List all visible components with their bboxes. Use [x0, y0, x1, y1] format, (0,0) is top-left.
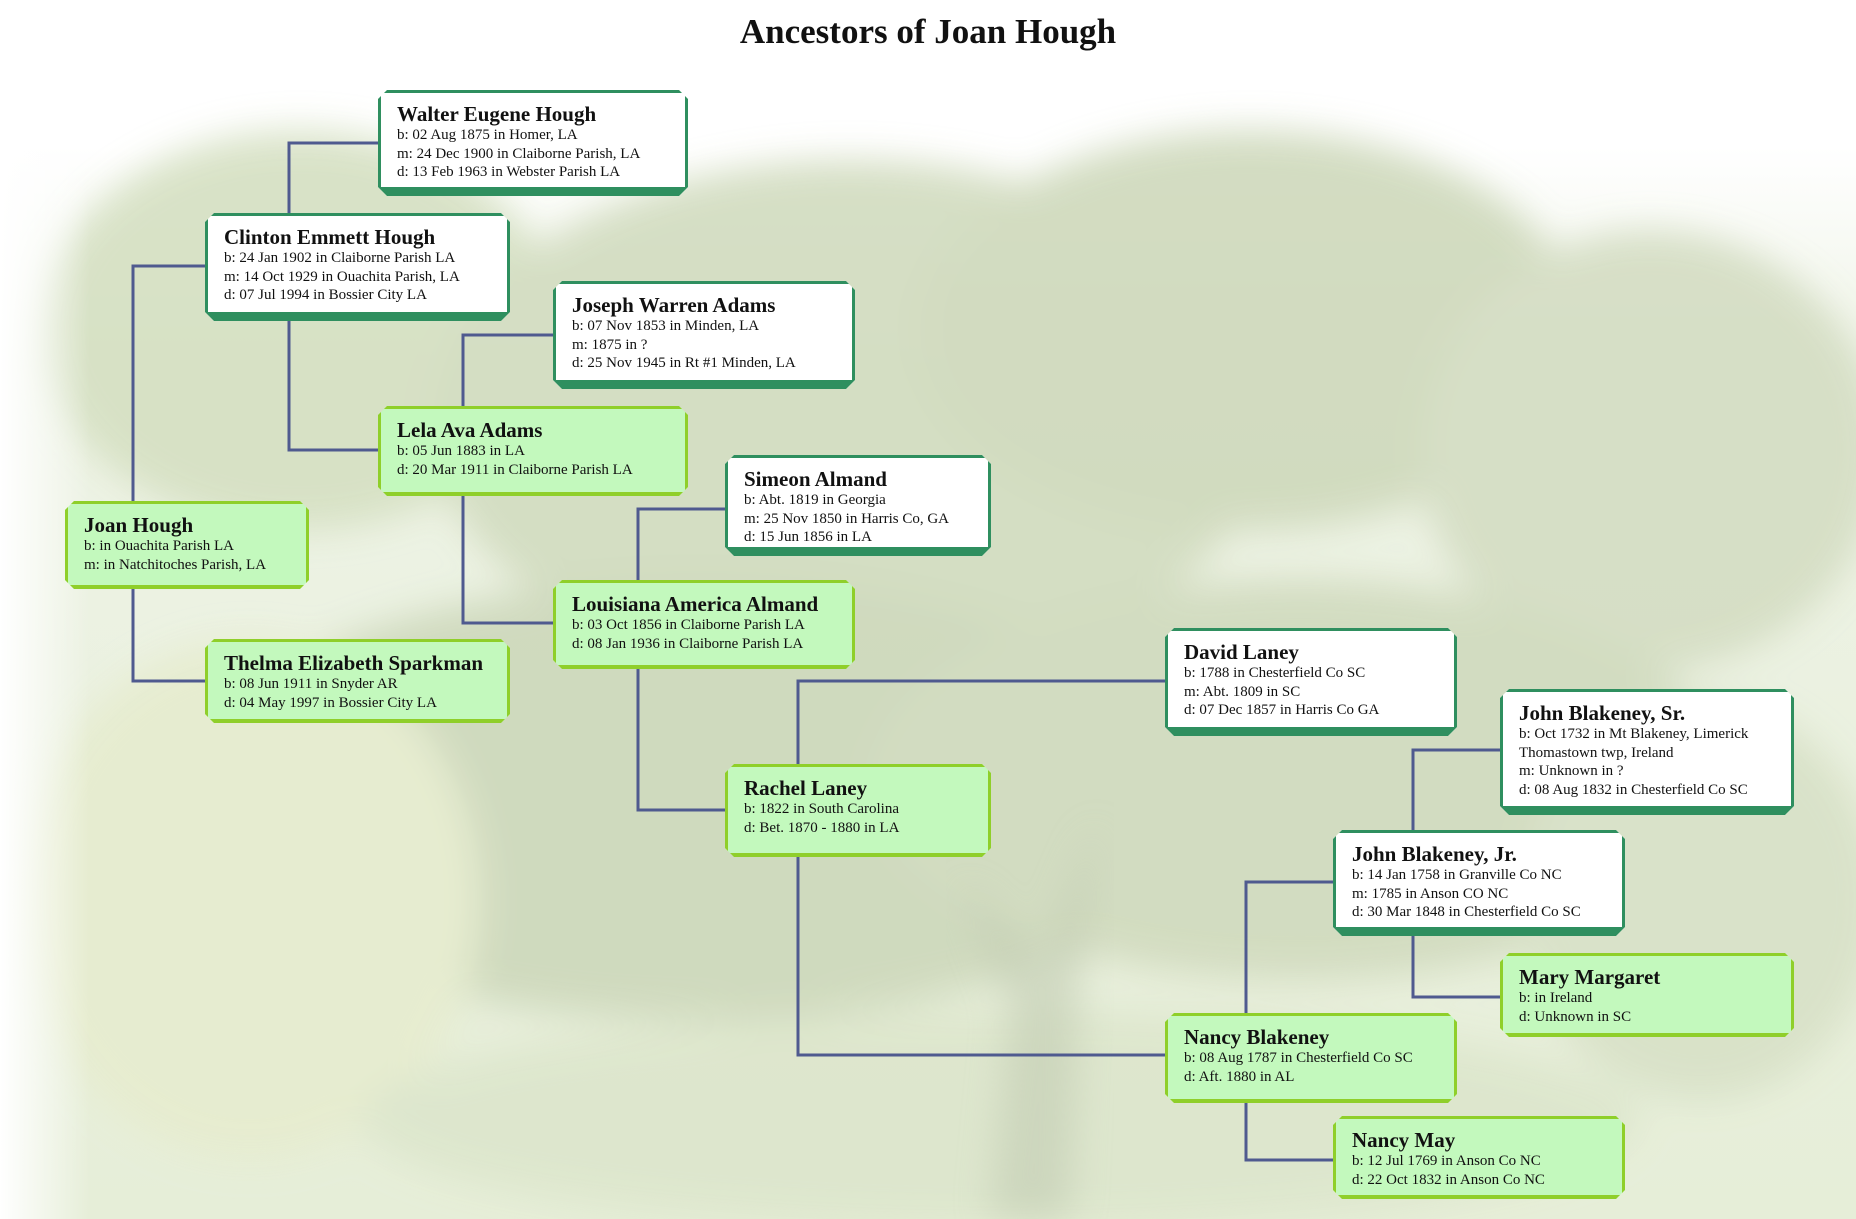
person-name: Lela Ava Adams: [397, 418, 543, 442]
person-birth: b: Abt. 1819 in Georgia: [744, 492, 886, 508]
person-box-rachel-laney: Rachel Laney b: 1822 in South Carolina d…: [725, 764, 991, 857]
connector-joan-clinton: [131, 264, 205, 501]
person-box-john-blakeney-jr: John Blakeney, Jr. b: 14 Jan 1758 in Gra…: [1333, 830, 1625, 936]
person-birth: b: 24 Jan 1902 in Claiborne Parish LA: [224, 250, 456, 266]
person-marriage: m: Abt. 1809 in SC: [1184, 683, 1301, 700]
person-box-joan-hough: Joan Hough b: in Ouachita Parish LA m: i…: [65, 501, 309, 589]
connector-rachel-david: [796, 679, 1165, 764]
person-death: d: 07 Jul 1994 in Bossier City LA: [224, 287, 427, 303]
person-box-louisiana-america-almand: Louisiana America Almand b: 03 Oct 1856 …: [553, 580, 855, 669]
person-birth: b: in Ireland: [1519, 990, 1593, 1006]
person-birth: b: in Ouachita Parish LA: [84, 538, 234, 554]
person-name: John Blakeney, Sr.: [1519, 701, 1686, 725]
connector-johnjr-mary: [1411, 936, 1500, 999]
person-birth: b: 05 Jun 1883 in LA: [397, 443, 525, 459]
person-death: d: 20 Mar 1911 in Claiborne Parish LA: [397, 461, 633, 478]
chart-title: Ancestors of Joan Hough: [739, 12, 1117, 51]
person-name: David Laney: [1184, 640, 1299, 664]
connector-joan-thelma: [131, 589, 205, 683]
person-box-david-laney: David Laney b: 1788 in Chesterfield Co S…: [1165, 628, 1457, 736]
person-box-walter-eugene-hough: Walter Eugene Hough b: 02 Aug 1875 in Ho…: [378, 90, 688, 196]
person-death: d: 13 Feb 1963 in Webster Parish LA: [397, 164, 621, 180]
person-box-mary-margaret: Mary Margaret b: in Ireland d: Unknown i…: [1500, 953, 1794, 1037]
person-box-lela-ava-adams: Lela Ava Adams b: 05 Jun 1883 in LA d: 2…: [378, 406, 688, 496]
connector-nancyb-johnjr: [1244, 880, 1333, 1013]
person-birth: b: Oct 1732 in Mt Blakeney, Limerick: [1519, 726, 1749, 742]
person-box-thelma-elizabeth-sparkman: Thelma Elizabeth Sparkman b: 08 Jun 1911…: [205, 639, 510, 723]
person-name: Nancy May: [1352, 1128, 1456, 1152]
person-birth-place-continued: Thomastown twp, Ireland: [1519, 744, 1674, 761]
person-name: Louisiana America Almand: [572, 592, 819, 616]
person-birth: b: 02 Aug 1875 in Homer, LA: [397, 127, 578, 143]
connector-johnjr-johnsr: [1411, 748, 1500, 830]
person-box-nancy-may: Nancy May b: 12 Jul 1769 in Anson Co NC …: [1333, 1116, 1625, 1199]
person-birth: b: 08 Jun 1911 in Snyder AR: [224, 676, 398, 692]
person-birth: b: 07 Nov 1853 in Minden, LA: [572, 318, 760, 334]
connector-lela-joseph: [461, 333, 553, 406]
person-death: d: 07 Dec 1857 in Harris Co GA: [1184, 702, 1380, 718]
connector-nancyb-nancym: [1244, 1103, 1333, 1162]
person-marriage: m: 14 Oct 1929 in Ouachita Parish, LA: [224, 268, 460, 285]
person-death: d: Aft. 1880 in AL: [1184, 1068, 1295, 1085]
person-birth: b: 1788 in Chesterfield Co SC: [1184, 665, 1366, 681]
person-box-simeon-almand: Simeon Almand b: Abt. 1819 in Georgia m:…: [725, 455, 991, 556]
person-marriage: m: 25 Nov 1850 in Harris Co, GA: [744, 510, 949, 527]
person-marriage: m: in Natchitoches Parish, LA: [84, 556, 267, 573]
person-marriage: m: 24 Dec 1900 in Claiborne Parish, LA: [397, 145, 641, 162]
connector-clinton-walter: [287, 141, 378, 213]
person-death: d: 25 Nov 1945 in Rt #1 Minden, LA: [572, 355, 796, 371]
person-death: d: 15 Jun 1856 in LA: [744, 529, 872, 545]
person-marriage: m: 1785 in Anson CO NC: [1352, 885, 1509, 902]
person-death: d: Unknown in SC: [1519, 1008, 1632, 1025]
person-birth: b: 14 Jan 1758 in Granville Co NC: [1352, 867, 1562, 883]
person-death: d: 04 May 1997 in Bossier City LA: [224, 694, 437, 711]
person-name: Walter Eugene Hough: [397, 102, 597, 126]
person-birth: b: 03 Oct 1856 in Claiborne Parish LA: [572, 617, 805, 633]
person-name: Rachel Laney: [744, 776, 868, 800]
person-name: Mary Margaret: [1519, 965, 1661, 989]
person-name: Clinton Emmett Hough: [224, 225, 436, 249]
person-death: d: 08 Aug 1832 in Chesterfield Co SC: [1519, 781, 1748, 798]
person-name: Nancy Blakeney: [1184, 1025, 1330, 1049]
connector-louisiana-rachel: [636, 669, 725, 812]
person-death: d: 22 Oct 1832 in Anson Co NC: [1352, 1171, 1545, 1188]
person-box-clinton-emmett-hough: Clinton Emmett Hough b: 24 Jan 1902 in C…: [205, 213, 510, 321]
person-name: Simeon Almand: [744, 467, 887, 491]
person-name: Joan Hough: [84, 513, 194, 537]
person-death: d: Bet. 1870 - 1880 in LA: [744, 819, 900, 836]
person-marriage: m: 1875 in ?: [572, 336, 648, 353]
person-name: John Blakeney, Jr.: [1352, 842, 1517, 866]
person-birth: b: 08 Aug 1787 in Chesterfield Co SC: [1184, 1050, 1413, 1066]
person-name: Thelma Elizabeth Sparkman: [224, 651, 484, 675]
connector-louisiana-simeon: [636, 507, 725, 580]
person-death: d: 30 Mar 1848 in Chesterfield Co SC: [1352, 904, 1581, 920]
person-birth: b: 1822 in South Carolina: [744, 801, 899, 817]
person-birth: b: 12 Jul 1769 in Anson Co NC: [1352, 1153, 1541, 1169]
person-marriage: m: Unknown in ?: [1519, 763, 1624, 779]
connector-lela-louisiana: [461, 496, 553, 625]
person-box-joseph-warren-adams: Joseph Warren Adams b: 07 Nov 1853 in Mi…: [553, 281, 855, 389]
person-box-john-blakeney-sr: John Blakeney, Sr. b: Oct 1732 in Mt Bla…: [1500, 689, 1794, 815]
person-death: d: 08 Jan 1936 in Claiborne Parish LA: [572, 635, 804, 652]
person-name: Joseph Warren Adams: [572, 293, 776, 317]
connector-rachel-nancyb: [796, 857, 1165, 1057]
person-box-nancy-blakeney: Nancy Blakeney b: 08 Aug 1787 in Chester…: [1165, 1013, 1457, 1103]
connector-clinton-lela: [287, 321, 378, 452]
